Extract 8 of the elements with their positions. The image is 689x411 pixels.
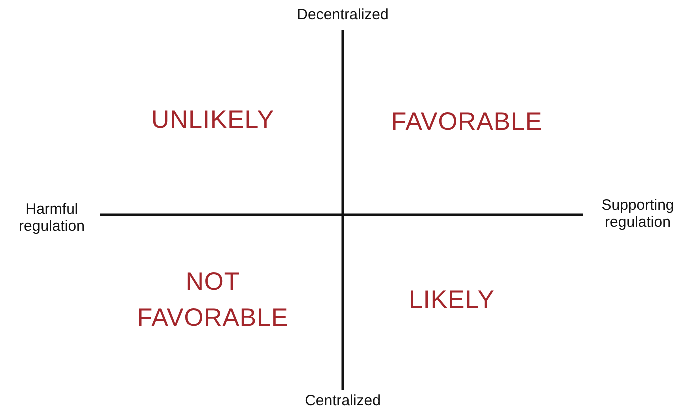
quadrant-label: NOT FAVORABLE	[136, 266, 290, 334]
axis-label: Centralized	[304, 392, 382, 410]
axis-label: Decentralized	[296, 6, 390, 24]
quadrant-label: FAVORABLE	[390, 106, 544, 138]
quadrant-label: LIKELY	[408, 284, 496, 316]
axis-label: Supporting regulation	[600, 196, 676, 232]
quadrant-label: UNLIKELY	[150, 104, 276, 136]
axis-label: Harmful regulation	[18, 200, 86, 236]
